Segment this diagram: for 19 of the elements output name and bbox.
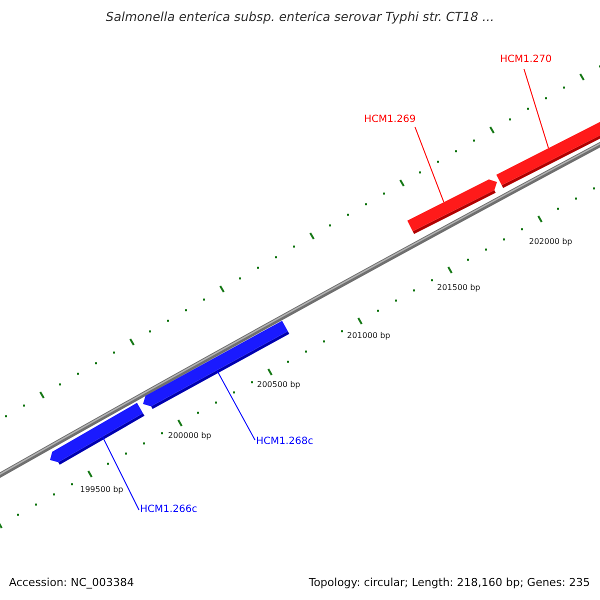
scale-label: 200000 bp bbox=[168, 431, 212, 440]
gene-label: HCM1.268c bbox=[256, 436, 314, 447]
gene-arrow bbox=[50, 402, 144, 465]
footer-text: Topology: circular; Length: 218,160 bp; Genes: 235 bbox=[308, 576, 590, 589]
gene-label: HCM1.269 bbox=[364, 114, 416, 125]
gene-label: HCM1.266c bbox=[140, 504, 198, 515]
gene-label: HCM1.270 bbox=[500, 54, 552, 65]
title: Salmonella enterica subsp. enterica serovar Typhi str. CT18 ... bbox=[106, 9, 494, 24]
scale-label: 199500 bp bbox=[80, 485, 124, 494]
leader-line bbox=[102, 436, 140, 510]
gene-arrow bbox=[143, 320, 290, 409]
gene-arrow bbox=[407, 179, 497, 234]
scale-label: 200500 bp bbox=[257, 380, 300, 389]
leader-line bbox=[216, 370, 256, 440]
leader-line bbox=[524, 68, 549, 149]
scale-label: 201500 bp bbox=[437, 283, 480, 292]
scale-label: 202000 bp bbox=[529, 237, 572, 246]
scale-label: 201000 bp bbox=[347, 331, 390, 340]
footer-text: Accession: NC_003384 bbox=[9, 576, 134, 589]
